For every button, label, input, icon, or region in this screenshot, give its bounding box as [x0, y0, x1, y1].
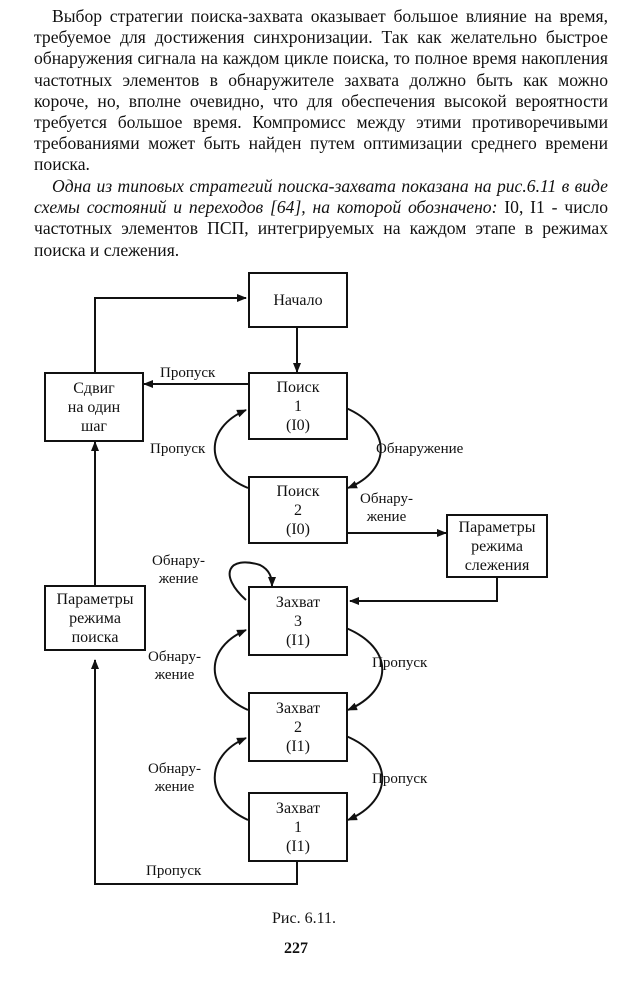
- box-shift-line3: шаг: [81, 417, 107, 435]
- arrow-capture2-to-capture3: [213, 629, 249, 711]
- box-track-params-line1: Параметры: [458, 518, 536, 536]
- box-capture3-line3: (I1): [286, 631, 310, 649]
- box-search2: Поиск 2 (I0): [248, 476, 348, 544]
- label-miss-left: Пропуск: [150, 441, 206, 457]
- box-search1-line1: Поиск: [276, 378, 320, 396]
- box-capture3-line2: 3: [294, 612, 302, 630]
- label-detect-capture2-line2: жение: [154, 667, 195, 683]
- label-detect-capture1-line1: Обнару-: [148, 761, 201, 777]
- box-search1-line2: 1: [294, 397, 302, 415]
- box-search-params: Параметры режима поиска: [44, 585, 146, 651]
- paragraph-2-rest: I0, I1 - число частотных элементов ПСП, …: [34, 197, 609, 260]
- label-miss-top: Пропуск: [160, 365, 216, 381]
- box-capture1: Захват 1 (I1): [248, 792, 348, 862]
- box-search-params-line1: Параметры: [56, 590, 134, 608]
- box-capture2-line3: (I1): [286, 737, 310, 755]
- figure-caption: Рис. 6.11.: [272, 910, 336, 927]
- box-shift-line2: на один: [67, 398, 121, 416]
- label-detect-self: Обнару- жение: [152, 552, 205, 588]
- paragraph-1: Выбор стратегии поиска-захвата оказывает…: [34, 6, 608, 175]
- label-detect-search2: Обнару- жение: [360, 490, 413, 526]
- arrow-search1-to-search2: [345, 407, 382, 489]
- label-detect-capture2-line1: Обнару-: [148, 649, 201, 665]
- label-detect-self-line1: Обнару-: [152, 553, 205, 569]
- arrow-capture2-to-capture1: [345, 735, 384, 821]
- box-search-params-line3: поиска: [71, 628, 119, 646]
- label-detect-search2-line2: жение: [366, 509, 407, 525]
- box-capture2-line2: 2: [294, 718, 302, 736]
- box-capture3-line1: Захват: [275, 593, 321, 611]
- label-miss-bottom: Пропуск: [146, 863, 202, 879]
- box-capture1-line2: 1: [294, 818, 302, 836]
- label-miss-capture2: Пропуск: [372, 771, 428, 787]
- label-detect-self-line2: жение: [158, 571, 199, 587]
- label-detect-capture2: Обнару- жение: [148, 648, 201, 684]
- label-detect-right: Обнаружение: [376, 441, 464, 457]
- box-capture2-line1: Захват: [275, 699, 321, 717]
- label-detect-search2-line1: Обнару-: [360, 491, 413, 507]
- arrow-capture1-to-search-params: [91, 659, 298, 885]
- box-capture3: Захват 3 (I1): [248, 586, 348, 656]
- arrow-capture1-to-capture2: [213, 737, 249, 821]
- box-capture1-line3: (I1): [286, 837, 310, 855]
- arrow-track-to-capture3: [349, 578, 498, 605]
- arrow-capture3-self: [228, 561, 276, 601]
- arrow-search2-to-search1: [213, 409, 249, 489]
- label-detect-capture1-line2: жение: [154, 779, 195, 795]
- box-search1: Поиск 1 (I0): [248, 372, 348, 440]
- label-miss-capture3: Пропуск: [372, 655, 428, 671]
- box-shift-line1: Сдвиг: [73, 379, 115, 397]
- box-search-params-line2: режима: [69, 609, 121, 627]
- box-search1-line3: (I0): [286, 416, 310, 434]
- box-shift: Сдвиг на один шаг: [44, 372, 144, 442]
- box-track-params-line3: слежения: [464, 556, 530, 574]
- arrow-capture3-to-capture2: [345, 627, 384, 711]
- paragraph-2: Одна из типовых стратегий поиска-захвата…: [34, 176, 608, 261]
- box-start-label: Начало: [273, 291, 323, 309]
- label-detect-capture1: Обнару- жение: [148, 760, 201, 796]
- box-search2-line3: (I0): [286, 520, 310, 538]
- paragraph-2-italic: Одна из типовых стратегий поиска-захвата…: [34, 176, 608, 218]
- box-track-params: Параметры режима слежения: [446, 514, 548, 578]
- box-capture2: Захват 2 (I1): [248, 692, 348, 762]
- box-search2-line1: Поиск: [276, 482, 320, 500]
- box-track-params-line2: режима: [471, 537, 523, 555]
- box-capture1-line1: Захват: [275, 799, 321, 817]
- box-start: Начало: [248, 272, 348, 328]
- box-search2-line2: 2: [294, 501, 302, 519]
- arrow-shift-to-start: [94, 294, 247, 372]
- page-number: 227: [284, 940, 308, 957]
